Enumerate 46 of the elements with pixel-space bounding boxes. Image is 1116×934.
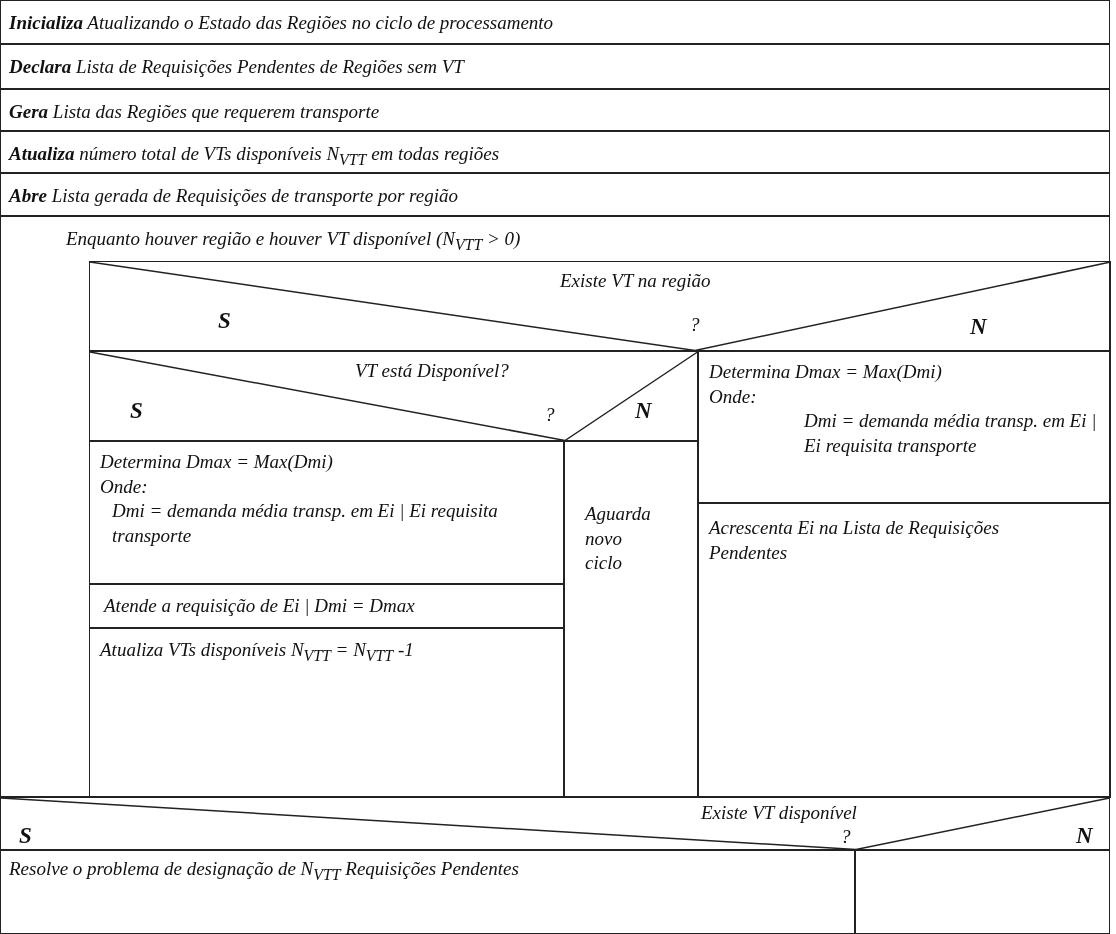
step-text: Determina Dmax = Max(Dmi) (709, 360, 943, 384)
process-box (0, 850, 855, 934)
step-text: Inicializa Atualizando o Estado das Regiões no ciclo de processamento (9, 11, 555, 35)
process-box (89, 584, 564, 628)
loop-block (0, 216, 1110, 797)
step-text: Dmi = demanda média transp. em Ei | Ei requisita transporte (804, 409, 1098, 459)
process-box (89, 441, 564, 584)
decision-header (89, 351, 698, 441)
branch-label: S (130, 398, 143, 424)
step-text: Atualiza VTs disponíveis N$_{VTT}$ = N$_{VTT}$ -1 (100, 638, 415, 666)
step-text: Atende a requisição de Ei | Dmi = Dmax (104, 594, 416, 618)
step-text: Onde: (100, 474, 149, 499)
decision-header (89, 261, 1111, 351)
step-text: Onde: (709, 384, 758, 409)
process-box (698, 351, 1111, 503)
step-text: Resolve o problema de designação de N$_{VTT}$ Requisições Pendentes (9, 857, 520, 885)
branch-label: N (1076, 823, 1093, 849)
question-mark: ? (545, 404, 555, 426)
condition-text: VT está Disponível? (355, 360, 509, 382)
process-box (89, 628, 564, 798)
question-mark: ? (841, 826, 851, 848)
condition-text: Existe VT na região (560, 270, 711, 292)
process-box (0, 44, 1110, 89)
step-text: Acrescenta Ei na Lista de Requisições Pendentes (709, 516, 1001, 565)
process-box (0, 0, 1110, 44)
step-text: Declara Lista de Requisições Pendentes de Regiões sem VT (9, 55, 466, 79)
process-box (564, 441, 698, 798)
loop-condition-text: Enquanto houver região e houver VT disponível (N$_{VTT}$ > 0) (66, 227, 522, 255)
branch-label: N (970, 314, 987, 340)
condition-text: Existe VT disponível (701, 802, 857, 824)
step-text: Abre Lista gerada de Requisições de transporte por região (9, 184, 459, 208)
step-text: Gera Lista das Regiões que requerem transporte (9, 100, 381, 124)
decision-header (0, 797, 1110, 850)
branch-label: S (218, 308, 231, 334)
process-box (698, 503, 1111, 798)
process-box (0, 89, 1110, 131)
step-text: Atualiza número total de VTs disponíveis N$_{VTT}$ em todas regiões (9, 142, 501, 170)
question-mark: ? (690, 314, 700, 336)
process-box (0, 131, 1110, 173)
process-box (855, 850, 1110, 934)
step-text: Aguarda novo ciclo (585, 502, 652, 576)
step-text: Dmi = demanda média transp. em Ei | Ei requisita transporte (112, 499, 499, 549)
step-text: Determina Dmax = Max(Dmi) (100, 450, 334, 474)
branch-label: S (19, 823, 32, 849)
branch-label: N (635, 398, 652, 424)
process-box (0, 173, 1110, 216)
